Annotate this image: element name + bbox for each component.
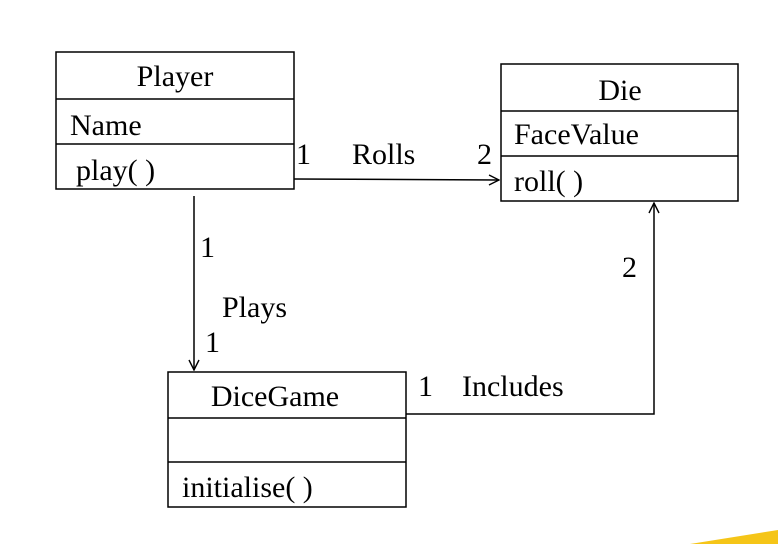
rolls-target-multiplicity: 2 — [477, 138, 492, 171]
class-die-attribute: FaceValue — [514, 118, 639, 151]
class-player-attribute: Name — [70, 109, 142, 142]
class-dicegame: DiceGame initialise( ) — [167, 371, 407, 508]
includes-label: Includes — [462, 370, 564, 403]
includes-source-multiplicity: 1 — [418, 370, 433, 403]
association-includes: 1 Includes 2 — [406, 203, 654, 415]
plays-source-multiplicity: 1 — [200, 231, 215, 264]
class-player: Player Name play( ) — [55, 51, 295, 190]
class-die-name: Die — [598, 74, 641, 107]
plays-label: Plays — [222, 291, 287, 324]
class-die: Die FaceValue roll( ) — [500, 63, 739, 202]
association-plays: 1 Plays 1 — [194, 196, 287, 370]
class-dicegame-operation: initialise( ) — [182, 471, 313, 504]
rolls-source-multiplicity: 1 — [296, 138, 311, 171]
rolls-label: Rolls — [352, 138, 415, 171]
includes-target-multiplicity: 2 — [622, 251, 637, 284]
class-player-operation: play( ) — [76, 154, 155, 187]
class-die-operation: roll( ) — [514, 165, 583, 198]
association-rolls: 1 Rolls 2 — [293, 138, 499, 180]
class-dicegame-name: DiceGame — [211, 380, 339, 413]
plays-target-multiplicity: 1 — [205, 326, 220, 359]
corner-accent — [690, 530, 778, 544]
class-player-name: Player — [137, 60, 214, 93]
